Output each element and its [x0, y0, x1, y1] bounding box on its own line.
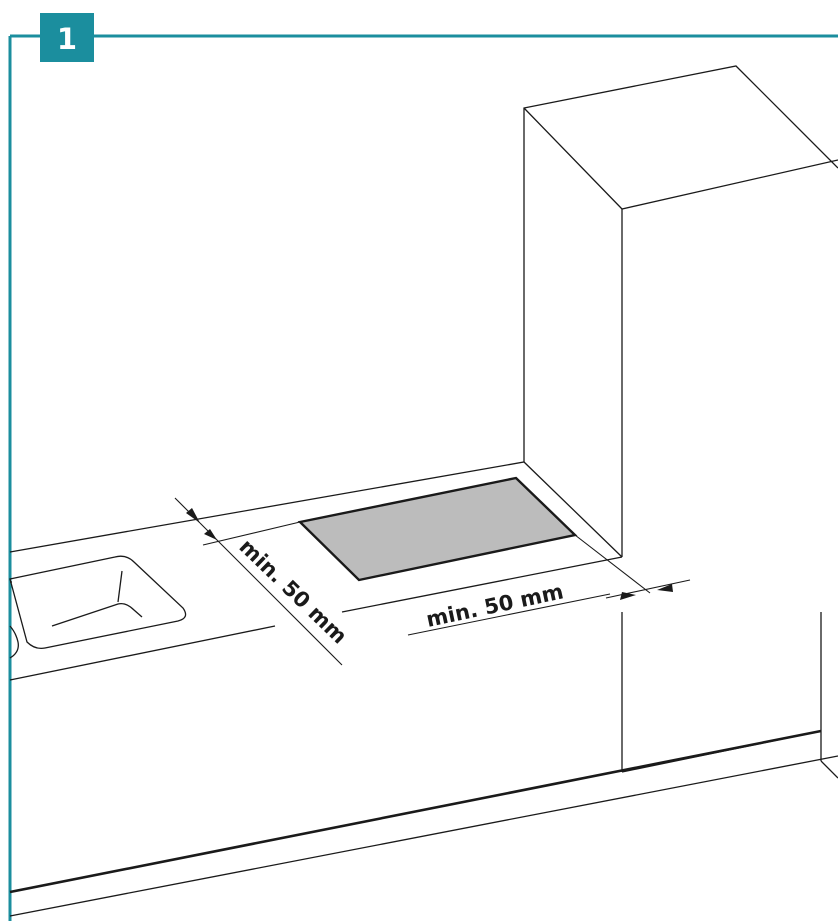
hob [297, 476, 578, 582]
step-number-badge: 1 [40, 13, 94, 62]
step-frame [8, 34, 838, 921]
plinth [9, 729, 838, 917]
worktop [9, 461, 623, 681]
step-number: 1 [57, 22, 77, 56]
rear-clearance-label: min. 50 mm [424, 579, 566, 632]
tall-cabinet [523, 65, 838, 779]
sink [9, 555, 187, 659]
